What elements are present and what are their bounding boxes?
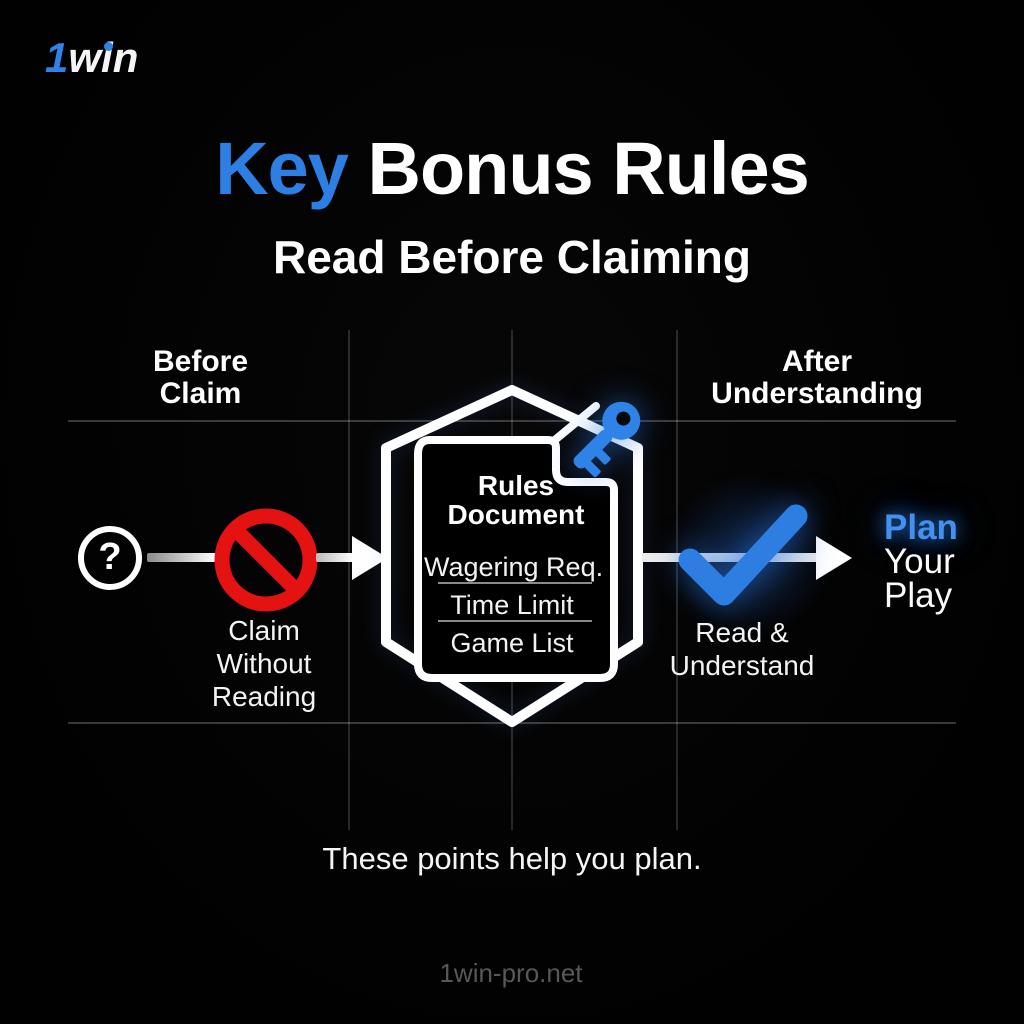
question-mark-glyph: ? xyxy=(98,535,122,578)
footer-note: These points help you plan. xyxy=(322,841,702,876)
grid-line-horizontal-top xyxy=(68,420,956,422)
column-header-line: After xyxy=(781,345,852,378)
key-icon xyxy=(573,401,641,478)
checkmark-icon xyxy=(678,504,808,606)
column-header-line: Claim xyxy=(159,377,242,410)
grid-line-vertical-right xyxy=(676,330,678,830)
plan-line: Your xyxy=(884,542,955,581)
column-header-line: Before xyxy=(152,345,249,378)
title-accent: Key xyxy=(215,127,349,210)
column-header-before-claim: Before Claim xyxy=(58,346,343,410)
connector-line xyxy=(147,553,217,562)
brand-logo: 1win xyxy=(45,34,138,82)
document-title: Rules Document xyxy=(420,471,612,529)
question-mark-icon: ? xyxy=(78,526,142,590)
column-header-line: Understanding xyxy=(711,377,923,410)
arrow-head-icon xyxy=(816,536,852,580)
step-label-line: Understand xyxy=(669,650,815,681)
connector-line xyxy=(316,553,354,562)
column-header-after-understanding: After Understanding xyxy=(672,346,962,410)
document-divider xyxy=(438,582,592,584)
plan-accent-line: Plan xyxy=(884,508,958,547)
grid-line-vertical-left xyxy=(348,330,350,830)
document-title-line: Rules xyxy=(477,470,555,501)
step-label-line: Claim xyxy=(228,615,300,646)
step-label-claim-without-reading: Claim Without Reading xyxy=(162,614,366,713)
logo-prefix: 1 xyxy=(45,34,69,81)
connector-line xyxy=(642,553,818,562)
shield-icon xyxy=(381,385,643,727)
step-label-line: Without xyxy=(216,648,312,679)
document-item-time-limit: Time Limit xyxy=(450,590,574,620)
document-divider xyxy=(438,620,592,622)
document-item-wagering: Wagering Req. xyxy=(424,552,604,582)
document-title-line: Document xyxy=(447,499,585,530)
plan-line: Play xyxy=(884,576,953,615)
page-subtitle: Read Before Claiming xyxy=(273,231,751,283)
logo-suffix: win xyxy=(68,34,139,81)
prohibition-icon xyxy=(214,508,318,612)
outcome-plan-your-play: Plan Your Play xyxy=(884,508,958,615)
document-icon xyxy=(414,402,618,682)
page-title: Key Bonus Rules xyxy=(0,126,1024,211)
document-fold-flap xyxy=(546,402,600,448)
logo-i-dot-icon xyxy=(104,42,113,51)
step-label-line: Reading xyxy=(211,681,317,712)
site-url: 1win-pro.net xyxy=(439,958,583,988)
step-label-line: Read & xyxy=(695,617,789,648)
document-item-game-list: Game List xyxy=(450,628,574,658)
title-rest: Bonus Rules xyxy=(347,127,810,210)
step-label-read-understand: Read & Understand xyxy=(640,616,844,682)
